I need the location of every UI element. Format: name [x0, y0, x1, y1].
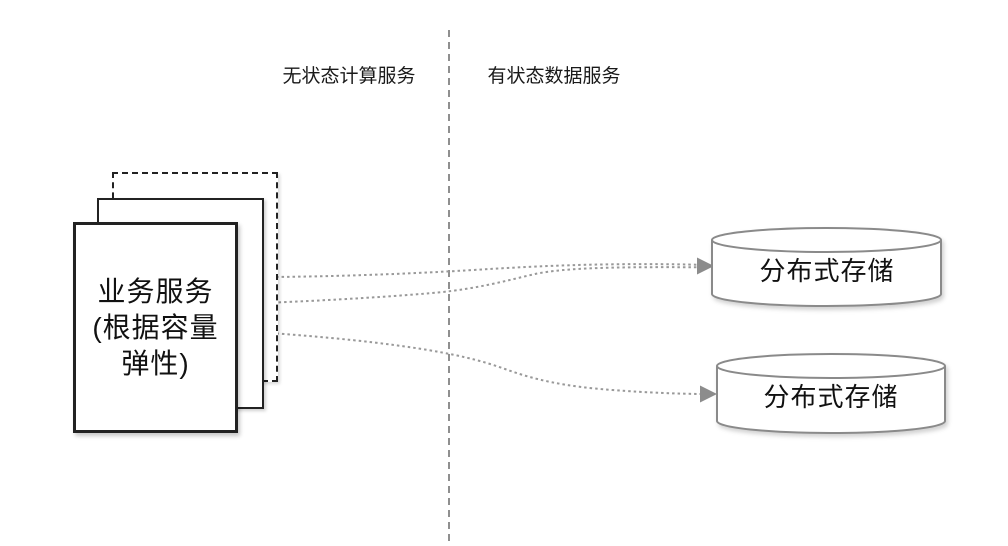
connector-top-dotted [275, 263, 701, 278]
stateless-section-label: 无状态计算服务 [282, 66, 416, 87]
cylinder-body [711, 240, 942, 307]
database-cylinder-top [711, 227, 942, 307]
storage-top-label: 分布式存储 [759, 256, 895, 286]
service-box-label-line3: 弹性) [121, 347, 190, 379]
cylinder-lid [711, 227, 942, 253]
cylinder-lid [716, 353, 946, 379]
connector-middle-dotted [261, 266, 701, 304]
storage-bottom-label: 分布式存储 [763, 382, 899, 412]
database-cylinder-bottom [716, 353, 946, 434]
service-box-label-line2: (根据容量 [92, 311, 219, 343]
service-box-label: 业务服务 (根据容量 弹性) [92, 274, 218, 382]
stateful-section-label: 有状态数据服务 [487, 66, 621, 87]
service-box-label-line1: 业务服务 [97, 275, 214, 307]
service-box-front: 业务服务 (根据容量 弹性) [73, 222, 238, 433]
arrow-right-icon [700, 385, 717, 403]
arrow-right-icon [697, 257, 714, 275]
connector-bottom-dotted [237, 330, 701, 395]
cylinder-body [716, 366, 946, 434]
